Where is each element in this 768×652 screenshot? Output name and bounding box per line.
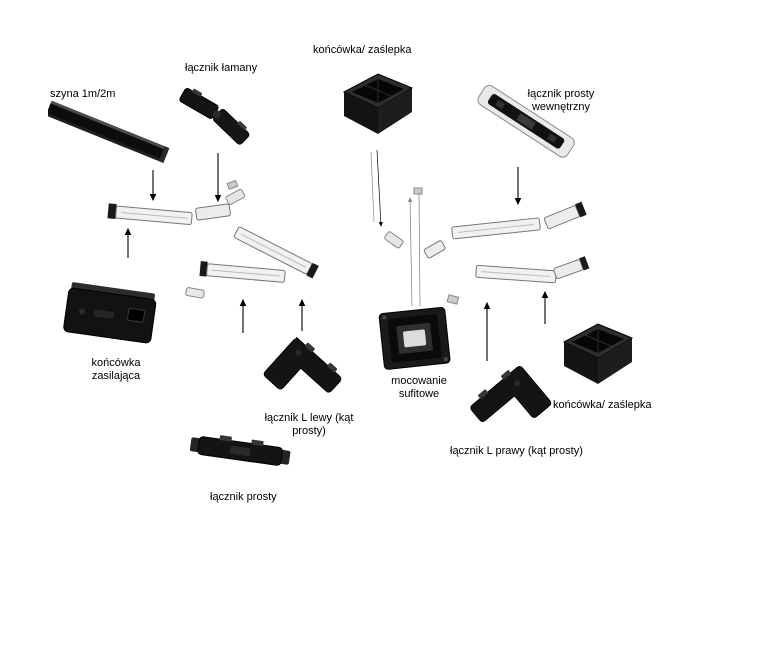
- l-connector-right-label: łącznik L prawy (kąt prosty): [450, 445, 583, 457]
- internal-straight-connector-label: łącznik prosty wewnętrzny: [527, 88, 595, 113]
- l-connector-left-label: łącznik L lewy (kąt prosty): [264, 412, 354, 437]
- internal-straight-connector-image: [468, 78, 583, 168]
- rail-image: [48, 100, 178, 170]
- rail-label: szyna 1m/2m: [50, 88, 116, 100]
- arrow: [407, 197, 413, 307]
- arrow: [376, 149, 383, 227]
- l-connector-left-image: [258, 322, 358, 422]
- arrow: [418, 193, 421, 307]
- l-connector-right-image: [452, 352, 557, 452]
- straight-connector-image: [188, 412, 293, 492]
- track-left-assembly: [107, 179, 319, 299]
- track-right-assembly: [384, 187, 590, 305]
- straight-connector-label: łącznik prosty: [210, 491, 277, 503]
- end-cap-top-image: [332, 62, 422, 140]
- power-end-cap-image: [58, 272, 173, 357]
- articulated-connector-label: łącznik łamany: [185, 62, 258, 74]
- end-cap-right-image: [552, 312, 642, 392]
- articulated-connector-image: [175, 78, 265, 153]
- ceiling-mount-image: [368, 302, 468, 382]
- end-cap-right-label: końcówka/ zaślepka: [553, 399, 652, 411]
- arrow: [370, 151, 375, 223]
- connection-arrows: [124, 149, 549, 361]
- power-end-cap-label: końcówka zasilająca: [91, 357, 141, 382]
- end-cap-top-label: końcówka/ zaślepka: [313, 44, 412, 56]
- ceiling-mount-label: mocowanie sufitowe: [391, 375, 447, 400]
